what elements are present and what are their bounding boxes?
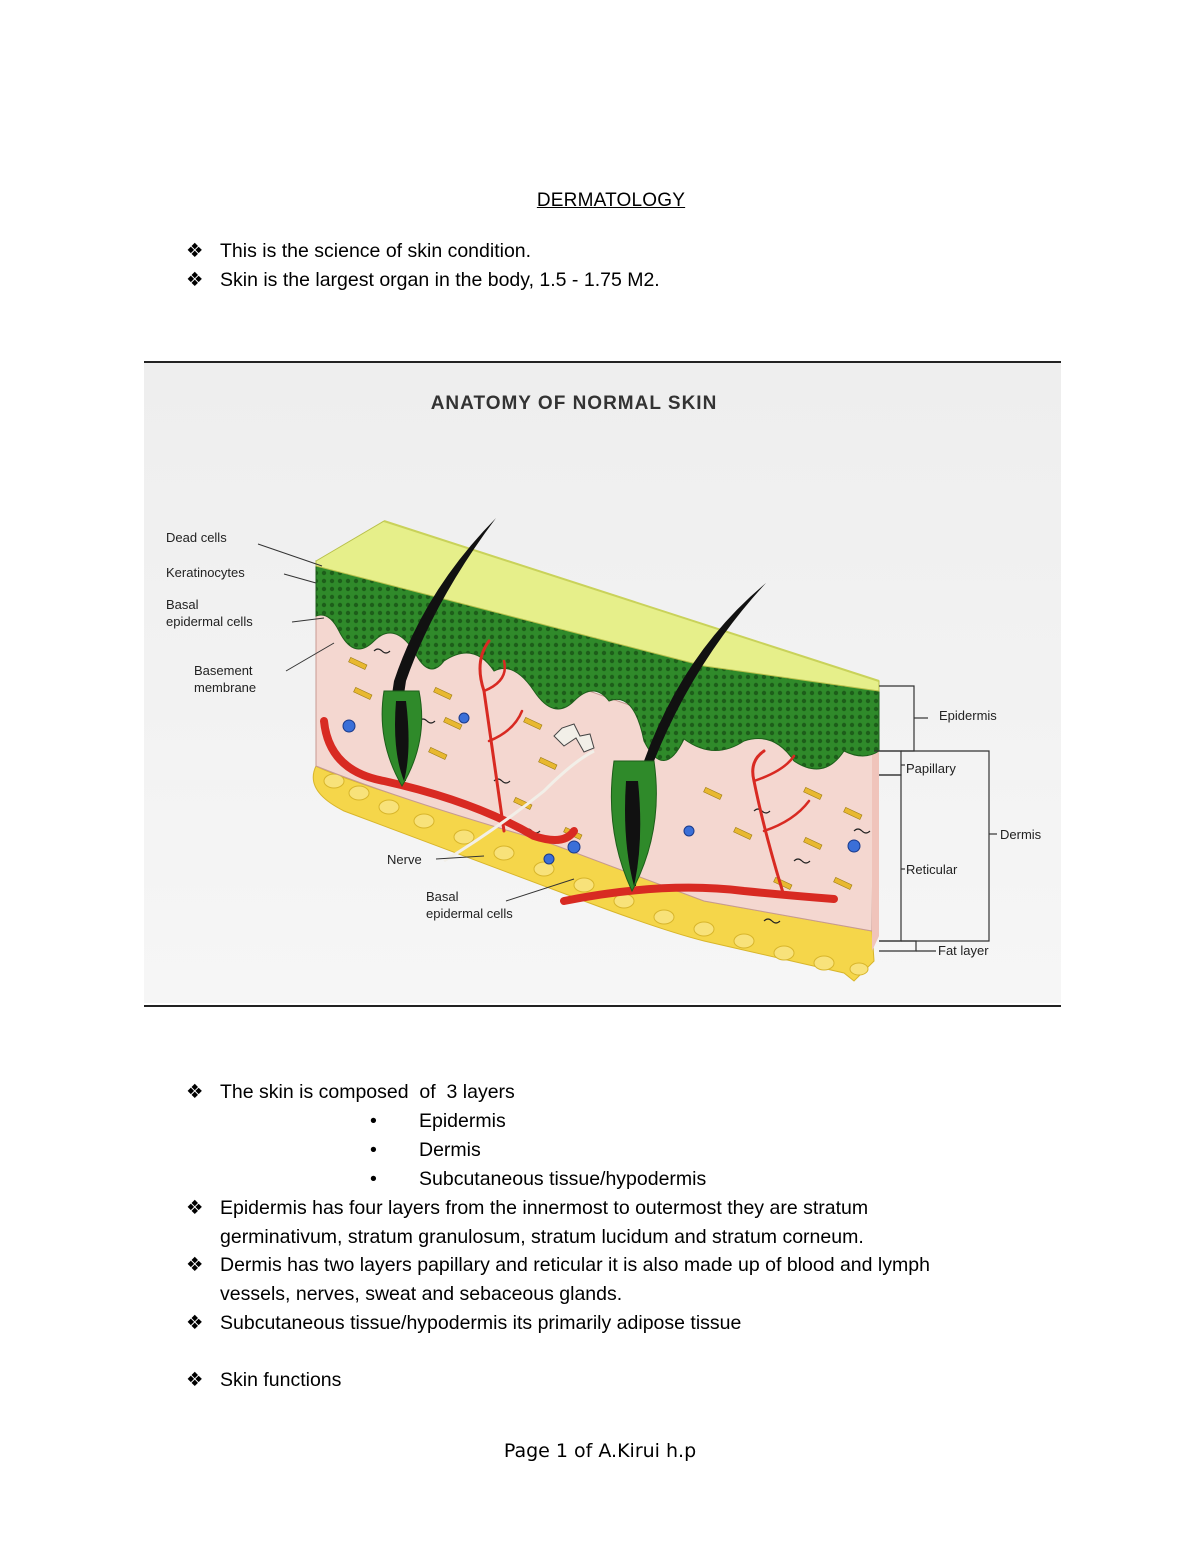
label-reticular: Reticular bbox=[906, 862, 958, 877]
bullet-icon: ❖ bbox=[186, 1081, 204, 1103]
detail-bullet-epidermis: ❖ Epidermis has four layers from the inn… bbox=[186, 1194, 1020, 1252]
bullet-icon: ❖ bbox=[186, 1254, 204, 1276]
detail-bullet-dermis: ❖ Dermis has two layers papillary and re… bbox=[186, 1251, 1020, 1309]
skin-anatomy-figure: ANATOMY OF NORMAL SKIN Dead cells Kerati… bbox=[144, 361, 1061, 1007]
document-title: DERMATOLOGY bbox=[536, 190, 686, 211]
blood-vessels bbox=[320, 639, 838, 905]
label-fat-layer: Fat layer bbox=[938, 943, 989, 958]
layers-bullet: ❖ The skin is composed of 3 layers bbox=[186, 1078, 1020, 1107]
dermis-block bbox=[315, 595, 875, 932]
label-basal-b1: Basal bbox=[426, 889, 459, 904]
dot-icon: • bbox=[370, 1139, 377, 1161]
label-dermis: Dermis bbox=[1000, 827, 1042, 842]
layer-item: • Subcutaneous tissue/hypodermis bbox=[370, 1165, 706, 1194]
dot-icon: • bbox=[370, 1110, 377, 1132]
label-basal-2: epidermal cells bbox=[166, 614, 253, 629]
hair-right bbox=[631, 583, 766, 886]
label-dead-cells: Dead cells bbox=[166, 530, 227, 545]
skin-illustration: ANATOMY OF NORMAL SKIN Dead cells Kerati… bbox=[144, 363, 1061, 1003]
bullet-icon: ❖ bbox=[186, 1197, 204, 1219]
figure-top-rule bbox=[144, 361, 1061, 363]
bullet-icon: ❖ bbox=[186, 1369, 204, 1391]
bullet-icon: ❖ bbox=[186, 1312, 204, 1334]
figure-title: ANATOMY OF NORMAL SKIN bbox=[431, 393, 718, 414]
functions-bullet: ❖ Skin functions bbox=[186, 1366, 1020, 1395]
immune-cells bbox=[342, 712, 861, 865]
label-papillary: Papillary bbox=[906, 761, 956, 776]
label-nerve: Nerve bbox=[387, 852, 422, 867]
layer-item: • Epidermis bbox=[370, 1107, 506, 1136]
label-keratinocytes: Keratinocytes bbox=[166, 565, 245, 580]
bullet-icon: ❖ bbox=[186, 240, 204, 262]
label-epidermis: Epidermis bbox=[939, 708, 997, 723]
right-brackets bbox=[874, 685, 997, 952]
bullet-icon: ❖ bbox=[186, 269, 204, 291]
label-basal-1: Basal bbox=[166, 597, 199, 612]
detail-bullet-subcutaneous: ❖ Subcutaneous tissue/hypodermis its pri… bbox=[186, 1309, 1020, 1338]
label-basement-1: Basement bbox=[194, 663, 253, 678]
left-leader-lines bbox=[257, 543, 575, 902]
layer-item: • Dermis bbox=[370, 1136, 481, 1165]
intro-bullet-1: ❖ This is the science of skin condition. bbox=[186, 237, 1020, 266]
nerve bbox=[443, 749, 595, 863]
label-basement-2: membrane bbox=[194, 680, 256, 695]
dot-icon: • bbox=[370, 1168, 377, 1190]
label-basal-b2: epidermal cells bbox=[426, 906, 513, 921]
intro-bullet-2: ❖ Skin is the largest organ in the body,… bbox=[186, 266, 1020, 295]
page-footer: Page 1 of A.Kirui h.p bbox=[503, 1440, 697, 1462]
figure-bottom-rule bbox=[144, 1005, 1061, 1007]
epidermis-layer bbox=[315, 560, 880, 770]
